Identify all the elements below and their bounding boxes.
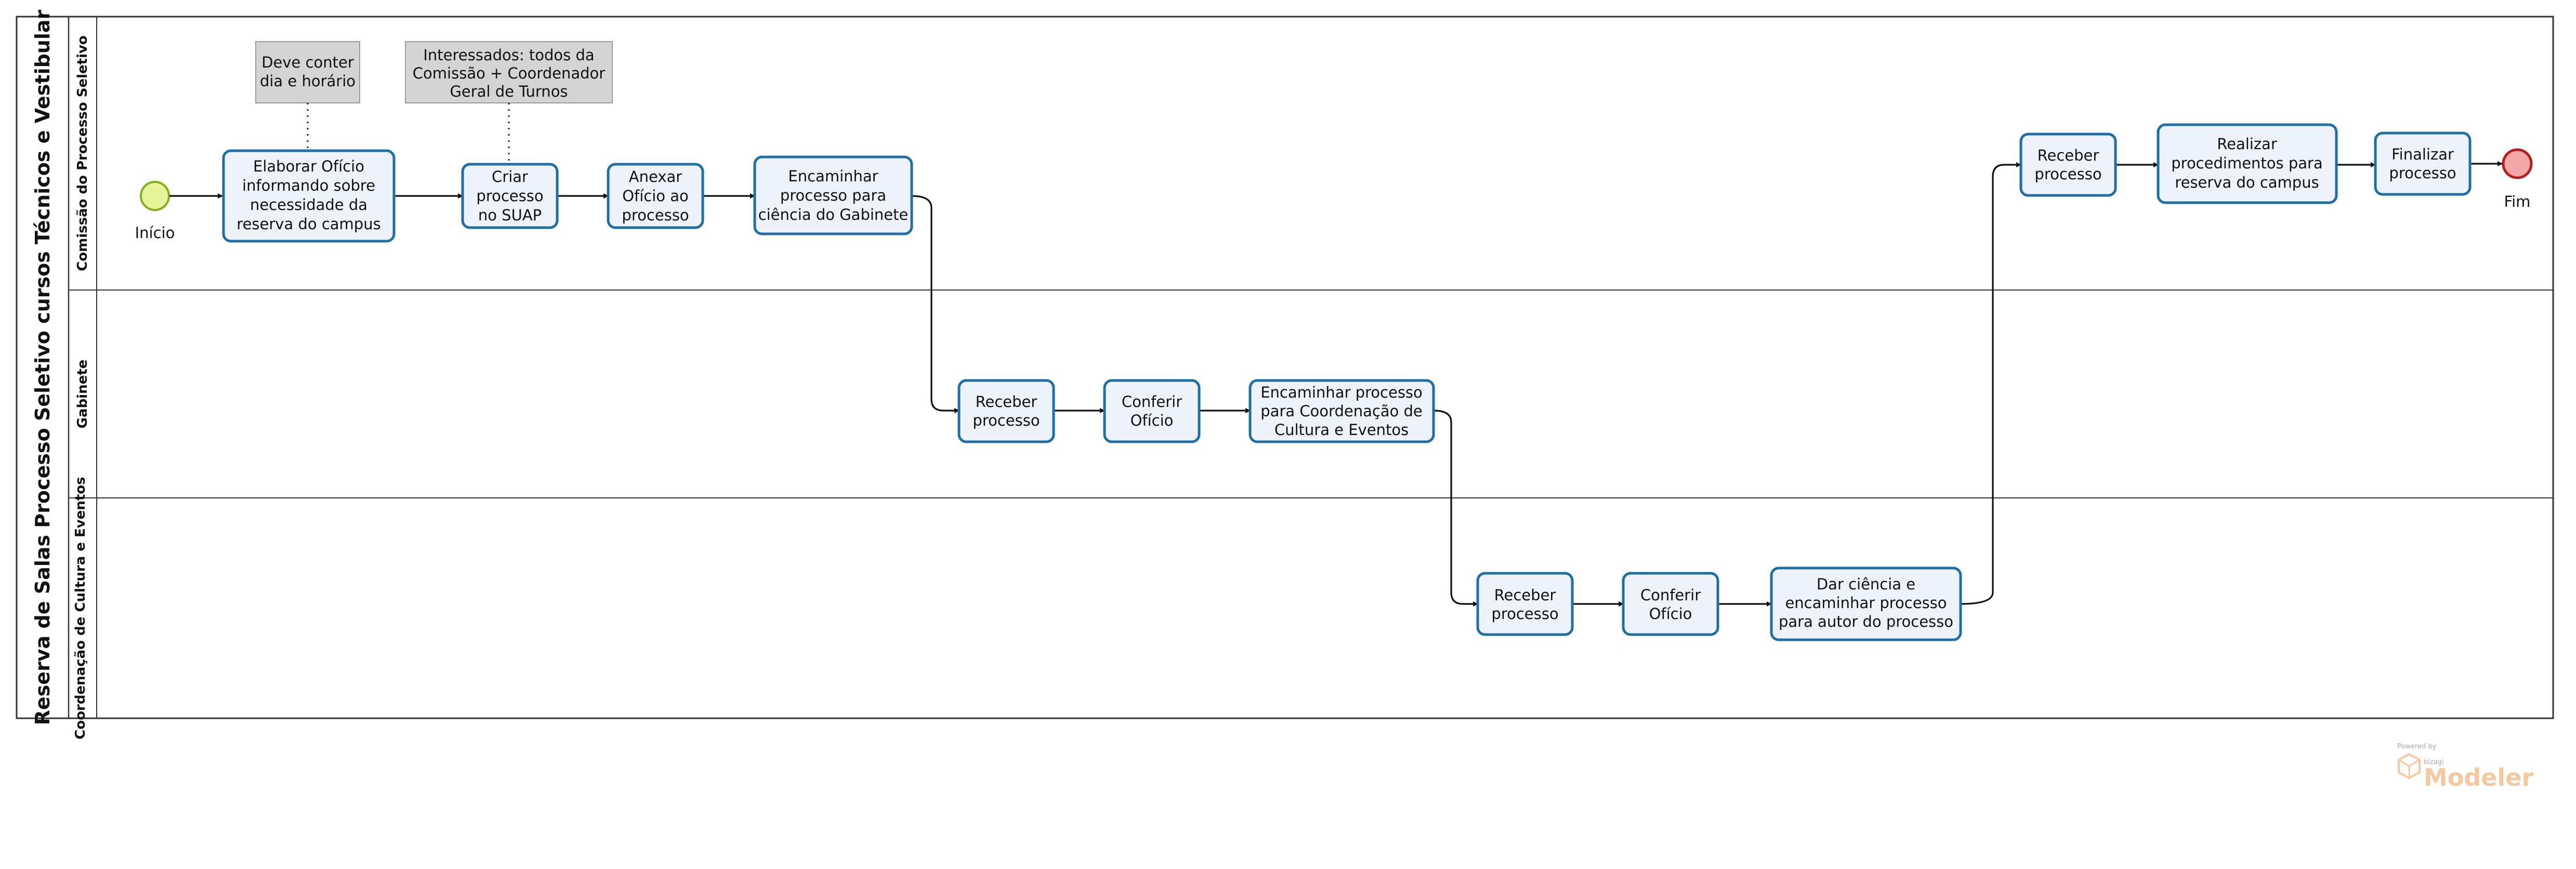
svg-text:Receber: Receber xyxy=(1494,586,1556,604)
start-event[interactable]: Início xyxy=(135,181,175,242)
pool-title: Reserva de Salas Processo Seletivo curso… xyxy=(31,9,54,725)
svg-text:encaminhar processo: encaminhar processo xyxy=(1785,594,1947,612)
task-receber-processo-comissao[interactable]: Receber processo xyxy=(2019,133,2117,197)
lane-gabinete-label: Gabinete xyxy=(75,360,90,429)
svg-text:Ofício: Ofício xyxy=(1649,605,1692,623)
svg-text:Início: Início xyxy=(135,224,175,242)
annotation-dia-horario[interactable]: Deve conter dia e horário xyxy=(255,41,360,103)
svg-text:Interessados: todos da: Interessados: todos da xyxy=(423,46,594,64)
task-conferir-oficio-coordenacao[interactable]: Conferir Ofício xyxy=(1622,572,1719,636)
svg-text:para autor do processo: para autor do processo xyxy=(1779,613,1953,630)
flow-t4-t5 xyxy=(911,195,960,413)
svg-text:Conferir: Conferir xyxy=(1640,586,1701,604)
svg-text:Criar: Criar xyxy=(492,168,528,186)
task-encaminhar-coordenacao[interactable]: Encaminhar processo para Coordenação de … xyxy=(1248,379,1435,443)
svg-text:processo: processo xyxy=(476,187,543,205)
task-conferir-oficio-gabinete[interactable]: Conferir Ofício xyxy=(1103,379,1201,443)
svg-text:Powered by: Powered by xyxy=(2397,743,2437,750)
svg-text:processo: processo xyxy=(972,412,1040,429)
flow-t10-t11 xyxy=(1960,162,2021,605)
svg-text:Fim: Fim xyxy=(2504,193,2531,210)
task-realizar-procedimentos[interactable]: Realizar procedimentos para reserva do c… xyxy=(2157,123,2338,204)
svg-text:processo para: processo para xyxy=(780,187,886,204)
svg-text:Realizar: Realizar xyxy=(2217,135,2277,153)
svg-text:Encaminhar: Encaminhar xyxy=(788,167,878,185)
svg-text:dia e horário: dia e horário xyxy=(260,72,356,90)
svg-text:Receber: Receber xyxy=(2038,147,2099,164)
svg-text:reserva do campus: reserva do campus xyxy=(236,215,380,233)
task-dar-ciencia[interactable]: Dar ciência e encaminhar processo para a… xyxy=(1770,567,1962,641)
svg-text:necessidade da: necessidade da xyxy=(250,196,367,214)
svg-text:Elaborar Ofício: Elaborar Ofício xyxy=(253,157,364,175)
svg-text:bizagi: bizagi xyxy=(2424,758,2444,766)
lane-coordenacao-label: Coordenação de Cultura e Eventos xyxy=(73,477,88,739)
svg-text:processo: processo xyxy=(2389,164,2456,182)
svg-text:Ofício: Ofício xyxy=(1131,412,1174,429)
annotation-interessados[interactable]: Interessados: todos da Comissão + Coorde… xyxy=(405,41,613,103)
task-encaminhar-gabinete[interactable]: Encaminhar processo para ciência do Gabi… xyxy=(753,155,913,235)
task-receber-processo-gabinete[interactable]: Receber processo xyxy=(957,379,1055,443)
svg-text:Modeler: Modeler xyxy=(2424,763,2533,792)
svg-text:reserva do campus: reserva do campus xyxy=(2175,174,2319,191)
svg-text:ciência do Gabinete: ciência do Gabinete xyxy=(758,206,909,223)
svg-text:informando sobre: informando sobre xyxy=(242,177,375,194)
task-finalizar-processo[interactable]: Finalizar processo xyxy=(2374,131,2472,196)
svg-text:Anexar: Anexar xyxy=(629,168,682,186)
svg-text:processo: processo xyxy=(622,206,689,224)
pool: Reserva de Salas Processo Seletivo curso… xyxy=(16,9,2554,725)
task-anexar-oficio[interactable]: Anexar Ofício ao processo xyxy=(607,163,704,229)
task-receber-processo-coordenacao[interactable]: Receber processo xyxy=(1476,572,1574,636)
svg-text:processo: processo xyxy=(1491,605,1558,623)
svg-text:Dar ciência e: Dar ciência e xyxy=(1817,575,1915,593)
flow-t7-t8 xyxy=(1433,410,1478,607)
svg-text:Comissão + Coordenador: Comissão + Coordenador xyxy=(413,64,605,82)
svg-text:Ofício ao: Ofício ao xyxy=(622,187,689,205)
svg-text:procedimentos para: procedimentos para xyxy=(2171,154,2322,172)
bizagi-logo-icon xyxy=(2398,753,2421,780)
svg-text:Receber: Receber xyxy=(976,393,1037,411)
end-event[interactable]: Fim xyxy=(2502,148,2533,210)
svg-text:Cultura e Eventos: Cultura e Eventos xyxy=(1274,421,1409,439)
svg-text:no SUAP: no SUAP xyxy=(478,206,542,224)
sequence-flows xyxy=(169,161,2503,607)
svg-text:Geral de Turnos: Geral de Turnos xyxy=(450,83,568,100)
lane-comissao-label: Comissão do Processo Seletivo xyxy=(75,35,90,271)
lanes: Comissão do Processo Seletivo Gabinete C… xyxy=(69,17,2553,740)
svg-text:Encaminhar processo: Encaminhar processo xyxy=(1260,384,1423,401)
svg-text:Conferir: Conferir xyxy=(1122,393,1182,411)
task-elaborar-oficio[interactable]: Elaborar Ofício informando sobre necessi… xyxy=(222,149,396,243)
svg-text:Finalizar: Finalizar xyxy=(2391,146,2454,163)
bizagi-watermark: Powered by bizagi Modeler xyxy=(2397,743,2533,792)
task-criar-processo[interactable]: Criar processo no SUAP xyxy=(461,163,559,229)
svg-text:Deve conter: Deve conter xyxy=(261,54,354,71)
svg-text:processo: processo xyxy=(2034,165,2101,183)
svg-text:para Coordenação de: para Coordenação de xyxy=(1260,402,1423,420)
